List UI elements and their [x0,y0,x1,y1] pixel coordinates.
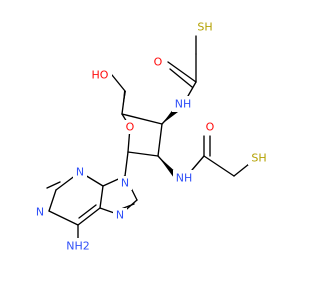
bond-n1-c6 [48,210,79,226]
bond-c6-c5-double [78,204,97,219]
purine-n7-label: N [116,209,124,222]
ring-oxygen-label: O [126,121,135,134]
bond-n3-c2p-double [46,181,61,189]
bond-c2p-n1 [48,189,57,212]
structure-diagram: HO O O NH SH O NH SH N N N N NH2 [33,20,270,254]
amide2-nh-label: NH [176,172,193,185]
purine-n9-label: N [121,177,129,190]
bond-c6-c5 [77,207,101,226]
thiol2-label: SH [251,152,266,165]
bond-c2-c3 [157,123,163,157]
bond-c5-c4p [99,185,104,209]
purine-n1-label: N [36,206,44,219]
bond-c1-n9 [124,151,129,177]
molecule-svg: HO O O NH SH O NH SH N N N N NH2 [33,20,270,254]
stereo-wedge-c4 [122,91,126,114]
bond-lines [46,35,255,242]
bond-carbonyl2-ch2 [203,155,235,177]
amide1-oxygen-label: O [154,56,163,69]
bond-c3-c4 [121,113,163,125]
bond-carbonyl1-o-double [169,68,193,88]
thiol1-label: SH [197,21,212,34]
purine-n3-label: N [76,166,84,179]
bond-c1-c2 [127,151,159,157]
bond-n-carbonyl2 [191,155,205,171]
amide2-oxygen-label: O [206,121,215,134]
bond-carbonyl1-o [167,61,197,83]
bond-n-carbonyl1 [187,81,197,97]
bond-hydroxyl-ch2 [111,74,126,92]
atom-labels: HO O O NH SH O NH SH N N N N NH2 [33,20,270,254]
amino-label: NH2 [66,240,90,253]
hydroxyl-label: HO [92,69,109,82]
amide1-nh-label: NH [175,98,192,111]
